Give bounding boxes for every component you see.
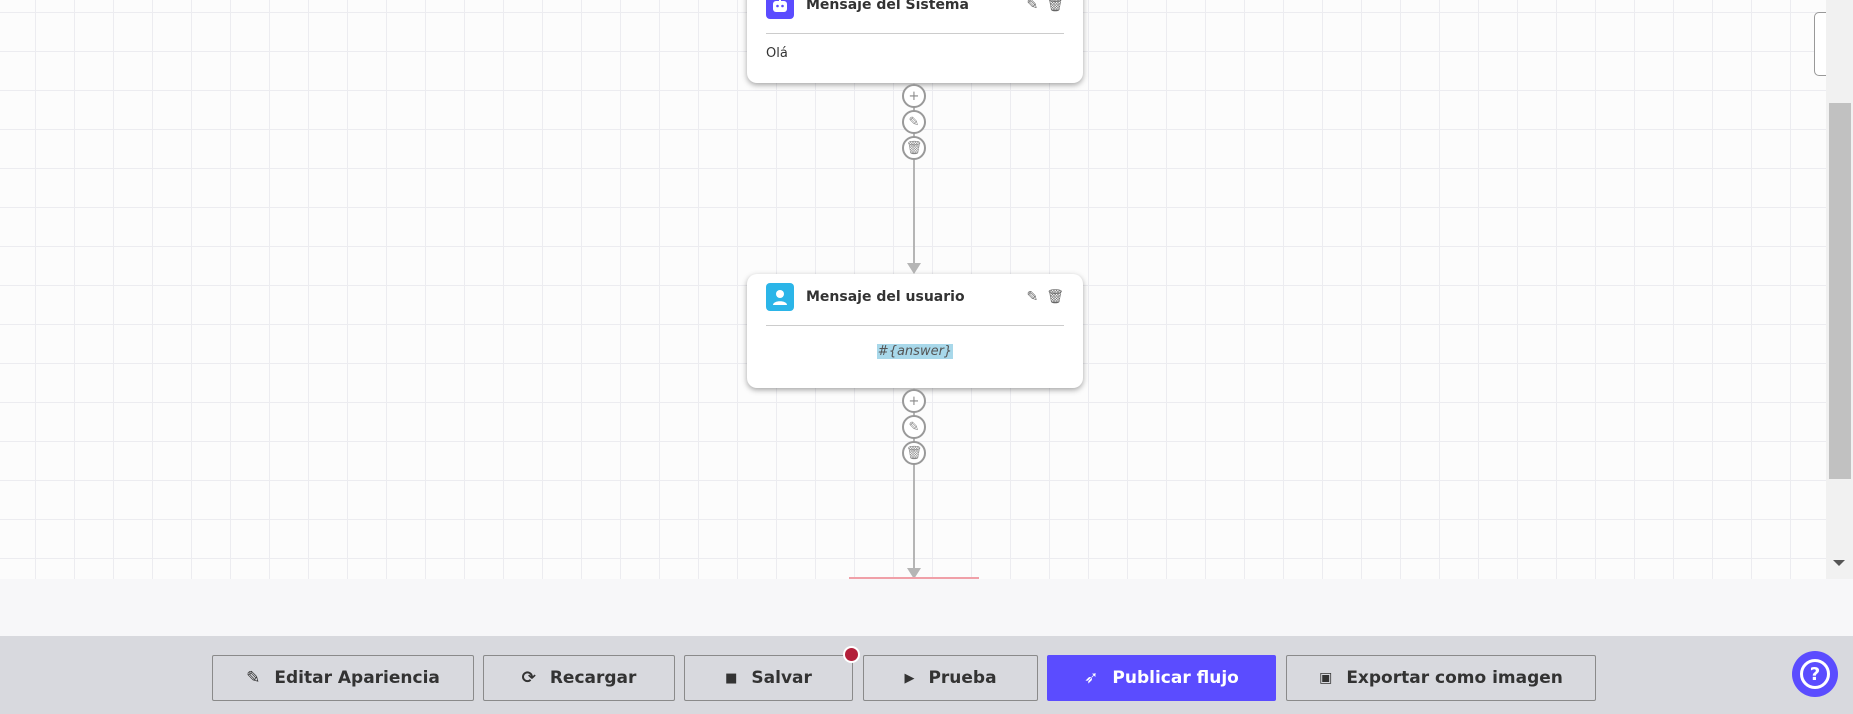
test-button[interactable]: ▶Prueba — [863, 655, 1038, 701]
publish-flow-button[interactable]: ➶Publicar flujo — [1047, 655, 1276, 701]
trash-icon: 🗑 — [905, 140, 923, 156]
arrow-head — [907, 568, 921, 579]
next-node-edge — [849, 577, 979, 579]
rocket-icon: ➶ — [1084, 668, 1099, 688]
arrow-head — [907, 263, 921, 274]
delete-connection-button[interactable]: 🗑 — [902, 136, 926, 160]
reload-button[interactable]: ⟳Recargar — [483, 655, 675, 701]
footer-toolbar: ✎Editar Apariencia ⟳Recargar ■Salvar ▶Pr… — [0, 636, 1853, 714]
pencil-icon[interactable]: ✎ — [1026, 288, 1039, 305]
question-icon: ? — [1800, 659, 1830, 689]
help-button[interactable]: ? — [1792, 651, 1838, 697]
image-icon: ▣ — [1319, 670, 1333, 686]
edit-connection-button[interactable]: ✎ — [902, 415, 926, 439]
plus-icon: + — [908, 88, 920, 104]
pencil-icon[interactable]: ✎ — [1026, 0, 1039, 13]
connector-line — [913, 83, 915, 265]
save-icon: ■ — [725, 670, 738, 686]
pencil-icon: ✎ — [908, 419, 920, 435]
save-button[interactable]: ■Salvar — [684, 655, 853, 701]
edit-icon: ✎ — [246, 668, 261, 688]
trash-icon[interactable]: 🗑 — [1046, 0, 1064, 13]
export-image-button[interactable]: ▣Exportar como imagen — [1286, 655, 1596, 701]
scroll-down-arrow[interactable] — [1833, 560, 1845, 566]
variable-placeholder: #{answer} — [876, 344, 954, 359]
edit-appearance-button[interactable]: ✎Editar Apariencia — [212, 655, 474, 701]
pencil-icon: ✎ — [908, 114, 920, 130]
add-node-button[interactable]: + — [902, 84, 926, 108]
node-system-message[interactable]: Mensaje del Sistema ✎ 🗑 Olá — [747, 0, 1083, 83]
node-user-message[interactable]: Mensaje del usuario ✎ 🗑 #{answer} — [747, 274, 1083, 388]
add-node-button[interactable]: + — [902, 389, 926, 413]
user-icon — [766, 282, 794, 311]
unsaved-indicator — [843, 646, 860, 663]
node-title: Mensaje del Sistema — [806, 0, 969, 13]
trash-icon[interactable]: 🗑 — [1046, 288, 1064, 305]
plus-icon: + — [908, 393, 920, 409]
refresh-icon: ⟳ — [521, 668, 536, 688]
node-title: Mensaje del usuario — [806, 288, 965, 305]
scrollbar-thumb[interactable] — [1829, 103, 1851, 479]
edit-connection-button[interactable]: ✎ — [902, 110, 926, 134]
node-body: Olá — [766, 46, 788, 61]
play-icon: ▶ — [904, 670, 915, 686]
connector-line — [913, 388, 915, 568]
delete-connection-button[interactable]: 🗑 — [902, 441, 926, 465]
robot-icon — [766, 0, 794, 19]
trash-icon: 🗑 — [905, 445, 923, 461]
flow-canvas[interactable]: Mensaje del Sistema ✎ 🗑 Olá + ✎ 🗑 Mensaje… — [0, 0, 1826, 579]
